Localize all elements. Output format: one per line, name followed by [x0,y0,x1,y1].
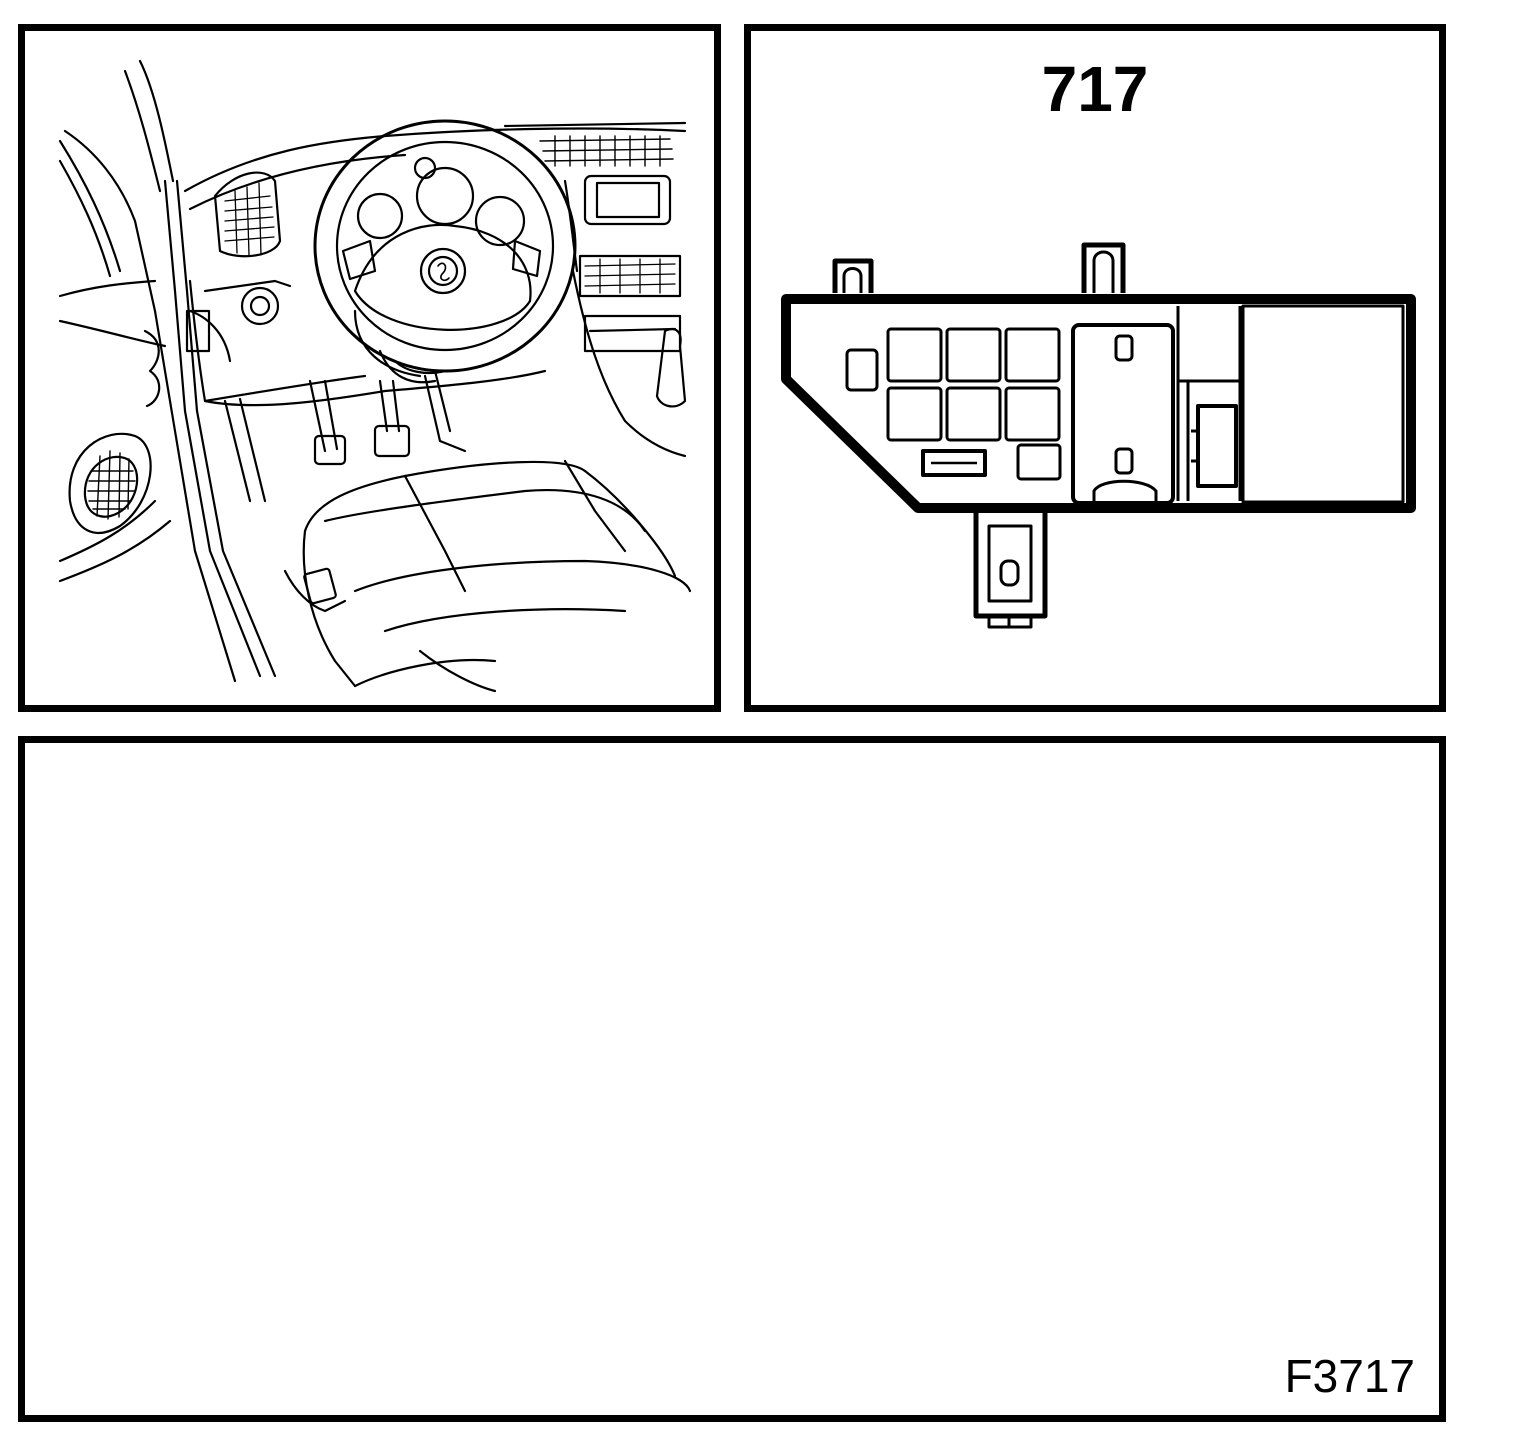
component-number-label: 717 [1041,53,1149,125]
small-fuse-slot [845,348,879,392]
figure-code-label: F3717 [1284,1350,1415,1402]
right-module [1176,306,1244,501]
bottom-connector [973,508,1048,629]
mounting-tab-left [832,258,874,293]
fuse-strip-slot [921,449,987,477]
fusebox-drawing [781,242,1416,629]
central-module [1071,323,1175,505]
car-interior-drawing [58,59,692,693]
small-relay-slot [1016,443,1062,481]
component-diagram-panel: 717 [744,24,1446,712]
relay-grid [886,327,1061,442]
fusebox-housing [781,294,1416,513]
large-cover-section [1241,304,1405,504]
notes-panel: F3717 [18,736,1446,1422]
interior-illustration-panel [18,24,721,712]
mounting-tab-right [1081,242,1126,293]
